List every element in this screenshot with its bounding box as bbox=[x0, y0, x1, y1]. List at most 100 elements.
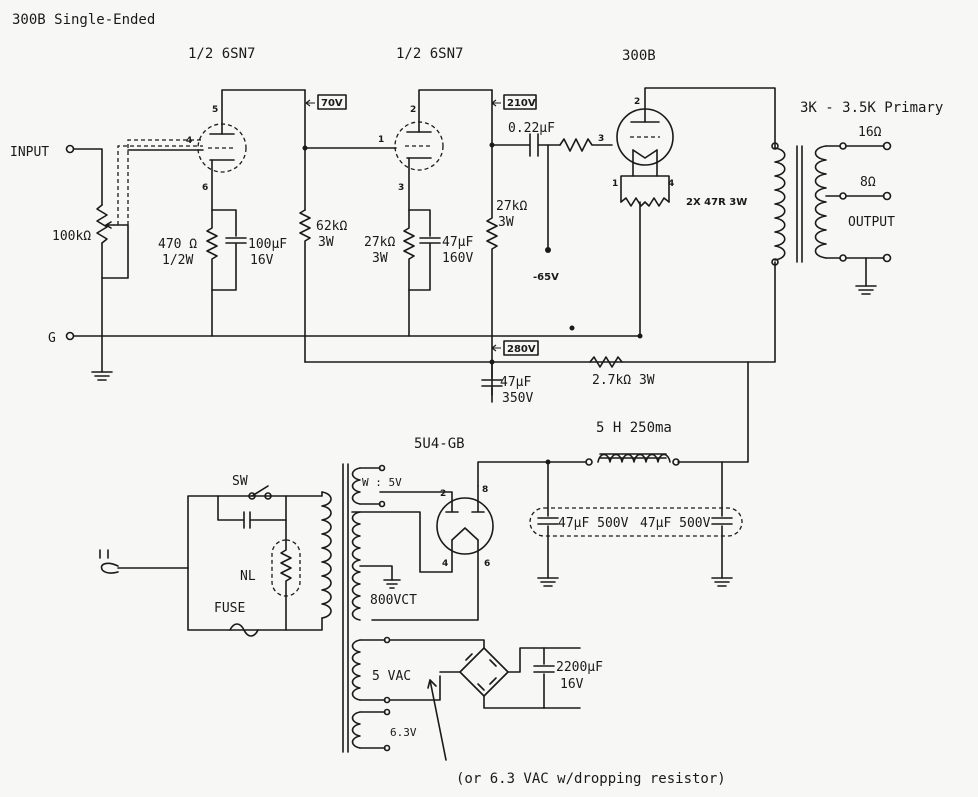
w5v-label: W : 5V bbox=[362, 476, 402, 489]
pt-sec-5v bbox=[351, 467, 361, 505]
v70-arrow bbox=[305, 99, 315, 107]
cbig-capacitor bbox=[533, 647, 555, 709]
v3-plate-wire bbox=[644, 87, 776, 149]
rect-fil-b bbox=[371, 539, 479, 621]
fuse-label: FUSE bbox=[214, 601, 245, 616]
cdec-value: 47μF bbox=[500, 375, 531, 390]
bridge-rectifier bbox=[459, 647, 509, 697]
rect-pin6: 6 bbox=[484, 559, 490, 569]
choke-label: 5 H 250ma bbox=[596, 420, 672, 436]
v2-pin1: 1 bbox=[378, 135, 384, 145]
chassis-ground-3 bbox=[537, 577, 559, 587]
v3-filament bbox=[632, 149, 658, 159]
input-wire bbox=[73, 148, 103, 206]
filter-cap-group bbox=[529, 507, 743, 537]
pt-sec-63 bbox=[351, 711, 361, 749]
v1-pin5: 5 bbox=[212, 105, 218, 115]
mains-plug bbox=[100, 562, 119, 574]
ground-terminal bbox=[65, 331, 75, 341]
pot-value: 100kΩ bbox=[52, 229, 91, 244]
rect-out-wire bbox=[477, 461, 549, 487]
ot-secondary bbox=[814, 145, 827, 259]
rect-label: 5U4-GB bbox=[414, 436, 465, 452]
bridge-out bbox=[439, 647, 545, 709]
fil-bridge bbox=[620, 175, 670, 203]
v3-pin4: 4 bbox=[668, 179, 674, 189]
ot-primary bbox=[774, 147, 786, 261]
rdrop-value: 2.7kΩ 3W bbox=[592, 373, 655, 388]
hv-ct-wire bbox=[359, 565, 393, 581]
rl1-watt: 3W bbox=[318, 235, 334, 250]
mains-live bbox=[117, 491, 323, 569]
rk2-watt: 3W bbox=[372, 251, 388, 266]
wiper-loop bbox=[101, 224, 129, 279]
diagram-title: 300B Single-Ended bbox=[12, 12, 155, 28]
hv-label: 800VCT bbox=[370, 593, 417, 608]
switch-cap bbox=[217, 495, 287, 529]
v210-arrow bbox=[491, 99, 501, 107]
v210-label: 210V bbox=[507, 98, 536, 109]
cdec-volt: 350V bbox=[502, 391, 533, 406]
v5ac-label: 5 VAC bbox=[372, 669, 411, 684]
ck2-volt: 160V bbox=[442, 251, 473, 266]
output-label: OUTPUT bbox=[848, 215, 895, 230]
v2-pin3: 3 bbox=[398, 183, 404, 193]
pt-primary bbox=[321, 491, 332, 619]
v1-pin6: 6 bbox=[202, 183, 208, 193]
input-terminal bbox=[65, 144, 75, 154]
v63-label: 6.3V bbox=[390, 726, 417, 739]
rl2-value: 27kΩ bbox=[496, 199, 527, 214]
nl-label: NL bbox=[240, 569, 256, 584]
chassis-ground-1 bbox=[91, 371, 113, 381]
v1-plate-wire bbox=[221, 89, 306, 135]
fuse bbox=[229, 623, 259, 637]
tap16-label: 16Ω bbox=[858, 125, 882, 140]
note-label: (or 6.3 VAC w/dropping resistor) bbox=[456, 771, 726, 787]
cbig-volt: 16V bbox=[560, 677, 584, 692]
tube-v3-label: 300B bbox=[622, 48, 656, 64]
v1-pin4: 4 bbox=[186, 136, 192, 146]
v280-label: 280V bbox=[507, 344, 536, 355]
out-16-terminal bbox=[882, 141, 892, 151]
rl1-value: 62kΩ bbox=[316, 219, 347, 234]
rect-plates bbox=[445, 501, 485, 513]
v2-plate-wire bbox=[418, 89, 493, 133]
neon-lamp bbox=[280, 539, 292, 631]
v2-pin2: 2 bbox=[410, 105, 416, 115]
v3-pin1: 1 bbox=[612, 179, 618, 189]
rect-pin4: 4 bbox=[442, 559, 448, 569]
shield-cable-2 bbox=[127, 139, 203, 225]
ck2-capacitor bbox=[408, 209, 441, 291]
rect-envelope bbox=[436, 497, 494, 555]
rdrop-resistor bbox=[589, 356, 623, 368]
pt-sec-5vac bbox=[351, 639, 361, 701]
fil-resistors bbox=[620, 197, 670, 207]
rk1-value: 470 Ω bbox=[158, 237, 197, 252]
rk1-resistor bbox=[206, 209, 218, 291]
note-pointer bbox=[429, 679, 447, 761]
primary-label: 3K - 3.5K Primary bbox=[800, 100, 943, 116]
rl2-watt: 3W bbox=[498, 215, 514, 230]
grid-stopper bbox=[559, 138, 613, 152]
choke-winding bbox=[597, 453, 671, 463]
out-com-terminal bbox=[882, 253, 892, 263]
bias-label: -65V bbox=[533, 272, 559, 283]
v70-box bbox=[317, 94, 347, 110]
ck1-volt: 16V bbox=[250, 253, 274, 268]
v70-label: 70V bbox=[321, 98, 343, 109]
tube-v2-label: 1/2 6SN7 bbox=[396, 46, 463, 62]
rect-pin8: 8 bbox=[482, 485, 488, 495]
cc-value: 0.22μF bbox=[508, 121, 555, 136]
b-plus-riser bbox=[677, 361, 749, 463]
output-wires bbox=[845, 145, 885, 259]
v3-pin2: 2 bbox=[634, 97, 640, 107]
pt-core bbox=[342, 463, 349, 753]
cf1-capacitor bbox=[537, 461, 559, 579]
rect-fil-a bbox=[351, 511, 453, 573]
ck1-capacitor bbox=[211, 209, 247, 291]
cf2-capacitor bbox=[711, 461, 733, 579]
rect-plate2-wire bbox=[379, 491, 453, 503]
rk2-resistor bbox=[403, 209, 415, 291]
cbig-value: 2200μF bbox=[556, 660, 603, 675]
v210-box bbox=[503, 94, 537, 110]
